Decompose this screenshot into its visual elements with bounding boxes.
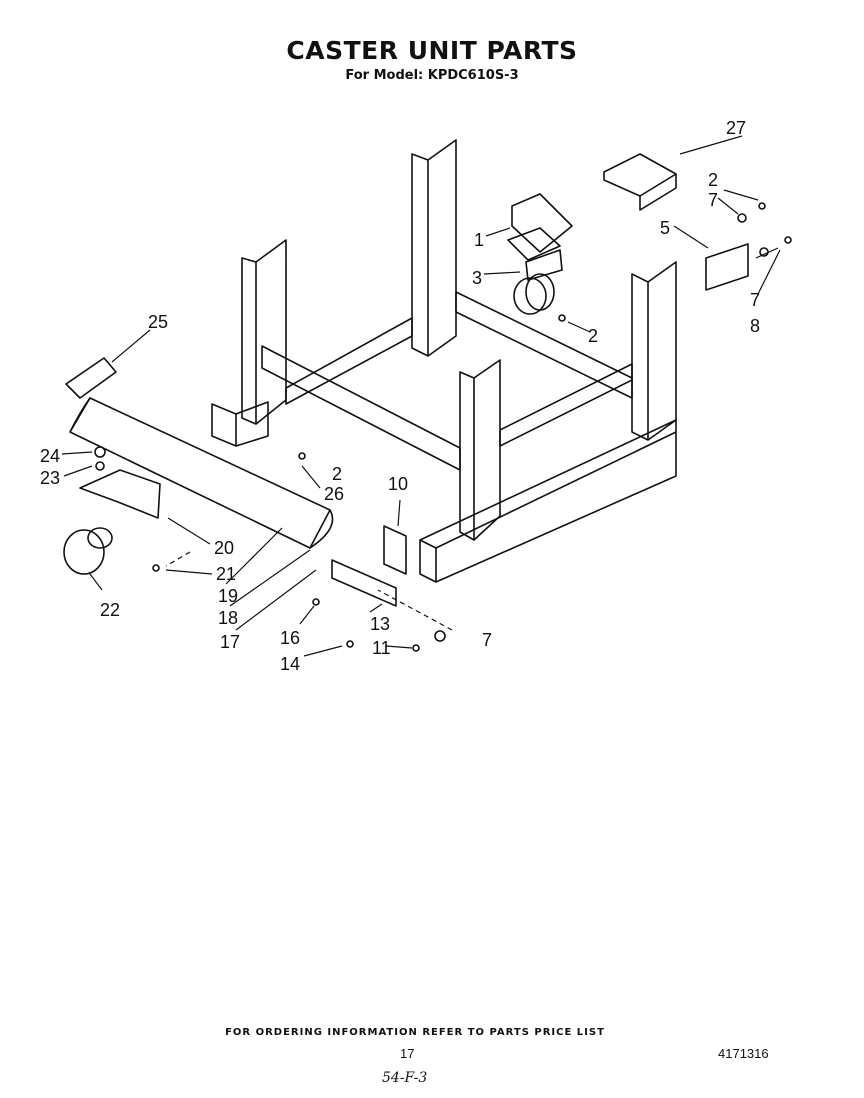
callout-2-frame: 2 <box>332 464 342 484</box>
page-title: CASTER UNIT PARTS <box>286 36 578 65</box>
callout-17: 17 <box>220 632 240 652</box>
callout-7-bottom: 7 <box>482 630 492 650</box>
callout-10: 10 <box>388 474 408 494</box>
callout-14: 14 <box>280 654 300 674</box>
callout-20: 20 <box>214 538 234 558</box>
frame-drawing <box>63 139 792 652</box>
callout-3: 3 <box>472 268 482 288</box>
callout-8: 8 <box>750 316 760 336</box>
callout-25: 25 <box>148 312 168 332</box>
callout-13: 13 <box>370 614 390 634</box>
callout-7-right: 7 <box>750 290 760 310</box>
callout-7-top: 7 <box>708 190 718 210</box>
callout-2-caster: 2 <box>588 326 598 346</box>
handwritten-code: 54-F-3 <box>382 1070 428 1086</box>
callout-27: 27 <box>726 118 746 138</box>
callout-2-top: 2 <box>708 170 718 190</box>
callout-19: 19 <box>218 586 238 606</box>
callout-1: 1 <box>474 230 484 250</box>
document-number: 4171316 <box>718 1046 769 1061</box>
model-subtitle: For Model: KPDC610S-3 <box>345 68 519 83</box>
page-number: 17 <box>400 1046 415 1061</box>
callout-16: 16 <box>280 628 300 648</box>
callout-22: 22 <box>100 600 120 620</box>
callout-labels: 1 2 2 2 3 5 7 7 7 8 10 11 13 14 16 17 18… <box>40 118 760 674</box>
callout-26: 26 <box>324 484 344 504</box>
callout-21: 21 <box>216 564 236 584</box>
ordering-note: FOR ORDERING INFORMATION REFER TO PARTS … <box>225 1027 605 1038</box>
callout-11: 11 <box>372 638 391 658</box>
callout-24: 24 <box>40 446 60 466</box>
callout-5: 5 <box>660 218 670 238</box>
leader-lines <box>61 135 781 657</box>
callout-18: 18 <box>218 608 238 628</box>
callout-23: 23 <box>40 468 60 488</box>
